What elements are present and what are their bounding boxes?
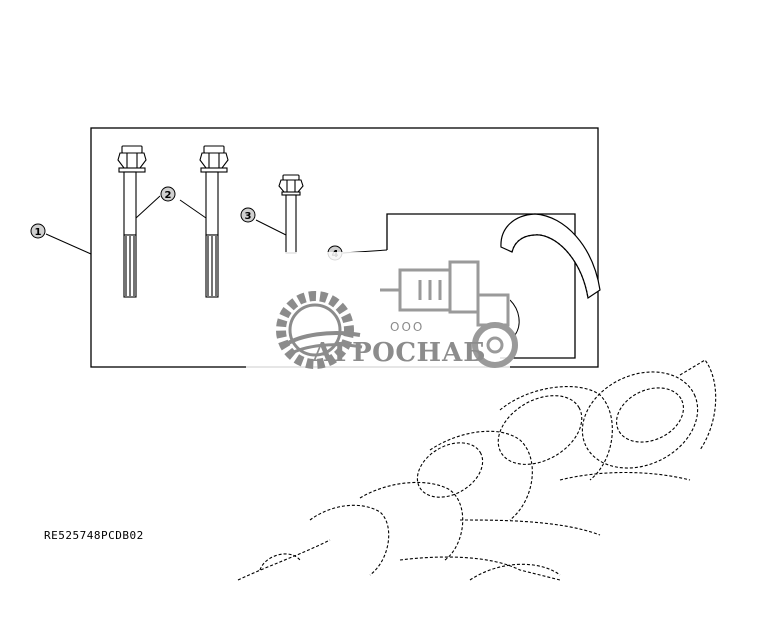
crankshaft xyxy=(237,359,717,581)
watermark-harvester-icon xyxy=(380,260,518,368)
reference-code: RE525748PCDB02 xyxy=(44,529,144,542)
main-bearing-bolt-left xyxy=(117,145,147,298)
watermark-prefix: ООО xyxy=(390,320,425,334)
callout-1-circle xyxy=(30,223,46,239)
callout-2-label: 2 xyxy=(165,190,172,201)
callout-1-label: 1 xyxy=(35,227,42,238)
thrust-washer-box xyxy=(386,213,576,359)
callout-2-circle xyxy=(160,186,176,202)
watermark-name: АГРОСНАБ xyxy=(312,338,486,368)
watermark-gear-icon xyxy=(276,291,363,369)
cap-screw xyxy=(278,174,304,254)
callout-3-label: 3 xyxy=(245,211,252,222)
leader-lines xyxy=(45,195,388,255)
callout-3-circle xyxy=(240,207,256,223)
main-bearing-bolt-right xyxy=(199,145,229,298)
thrust-washer xyxy=(500,213,601,336)
